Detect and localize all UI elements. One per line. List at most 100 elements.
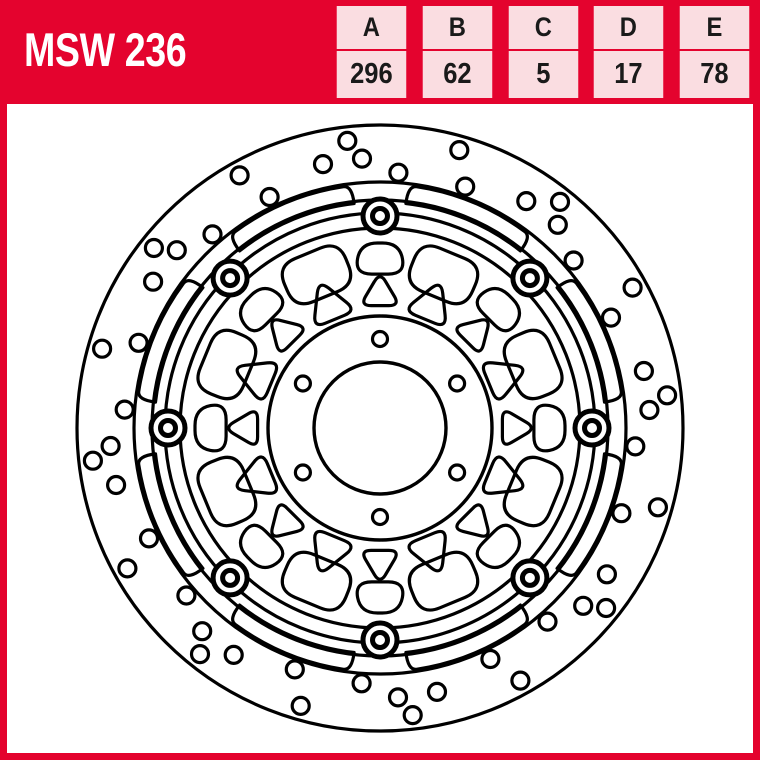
floating-rivet-inner bbox=[370, 206, 390, 226]
floating-rivet-inner bbox=[519, 567, 540, 588]
floating-rivet-inner bbox=[519, 268, 540, 289]
drill-hole bbox=[229, 165, 250, 186]
carrier-window-small bbox=[532, 403, 567, 453]
carrier-window-inner-triangle bbox=[407, 529, 447, 573]
carrier-window-inner-triangle bbox=[407, 283, 447, 327]
carrier-bridge-slot bbox=[231, 185, 356, 253]
table-divider bbox=[589, 49, 669, 51]
brake-disc-drawing bbox=[75, 123, 685, 733]
hub-bolt-hole bbox=[293, 463, 312, 482]
drill-hole bbox=[351, 673, 372, 694]
carrier-window-small bbox=[475, 523, 522, 570]
carrier-bridge-slot bbox=[555, 452, 623, 577]
column-value-b: 62 bbox=[422, 51, 492, 98]
drill-hole bbox=[166, 240, 187, 261]
drill-hole bbox=[91, 338, 113, 359]
table-divider bbox=[332, 49, 411, 51]
drill-hole bbox=[622, 277, 643, 298]
drill-hole bbox=[547, 214, 568, 235]
carrier-window-inner-triangle bbox=[362, 548, 398, 581]
drill-hole bbox=[337, 130, 358, 152]
drill-hole bbox=[402, 704, 423, 726]
drill-hole bbox=[189, 643, 211, 665]
table-column-b: B 62 bbox=[417, 6, 497, 98]
carrier-window-inner-triangle bbox=[313, 283, 353, 327]
drill-hole bbox=[639, 399, 660, 421]
carrier-window-large bbox=[280, 244, 353, 306]
drill-hole bbox=[656, 385, 678, 406]
hub-bolt-hole bbox=[370, 329, 390, 349]
drill-hole bbox=[312, 153, 334, 175]
drill-hole bbox=[143, 237, 164, 259]
carrier-window-inner-triangle bbox=[481, 455, 525, 495]
carrier-bridge-slot bbox=[231, 603, 356, 671]
floating-rivet-inner bbox=[582, 418, 602, 438]
drill-hole bbox=[596, 564, 618, 585]
carrier-bridge-slot bbox=[404, 185, 529, 253]
column-header-e: E bbox=[679, 6, 750, 49]
hub-bolt-hole bbox=[448, 463, 467, 482]
drill-hole bbox=[549, 191, 571, 213]
carrier-window-inner-triangle bbox=[481, 361, 525, 401]
carrier-window-large bbox=[407, 550, 480, 612]
carrier-window-inner-triangle bbox=[235, 361, 279, 401]
drawing-canvas bbox=[7, 104, 753, 753]
carrier-window-large bbox=[502, 455, 564, 528]
drill-hole bbox=[138, 528, 160, 549]
floating-rivet-inner bbox=[158, 418, 178, 438]
drill-hole bbox=[388, 162, 409, 183]
column-value-e: 78 bbox=[679, 51, 750, 98]
carrier-bridge-slot bbox=[555, 279, 623, 404]
drill-hole bbox=[117, 558, 138, 579]
carrier-window-inner-triangle bbox=[362, 275, 398, 308]
drill-hole bbox=[82, 450, 104, 471]
drill-hole bbox=[480, 648, 501, 670]
table-column-c: C 5 bbox=[503, 6, 583, 98]
carrier-window-large bbox=[196, 328, 258, 401]
column-value-d: 17 bbox=[594, 51, 664, 98]
drill-hole bbox=[114, 399, 135, 420]
table-divider bbox=[503, 49, 583, 51]
drill-hole bbox=[611, 503, 632, 524]
drill-hole bbox=[633, 360, 655, 382]
drill-hole bbox=[573, 595, 594, 616]
carrier-window-small bbox=[355, 241, 405, 276]
drill-hole bbox=[192, 621, 213, 642]
carrier-window-large bbox=[502, 328, 564, 401]
drill-hole bbox=[223, 644, 244, 666]
header-banner: MSW 236 A 296 B 62 C 5 D 17 bbox=[0, 0, 760, 104]
drill-hole bbox=[387, 687, 409, 708]
carrier-window-inner-triangle bbox=[270, 503, 305, 538]
drill-hole bbox=[259, 186, 280, 208]
drill-hole bbox=[290, 695, 311, 717]
drill-hole bbox=[284, 659, 305, 680]
dimension-table: A 296 B 62 C 5 D 17 E 7 bbox=[332, 6, 754, 98]
table-divider bbox=[417, 49, 497, 51]
floating-rivet-inner bbox=[220, 567, 241, 588]
carrier-window-small bbox=[355, 580, 405, 615]
table-column-d: D 17 bbox=[589, 6, 669, 98]
hub-bolt-hole bbox=[448, 374, 467, 393]
floating-rivet-inner bbox=[370, 630, 390, 650]
floating-rivet-inner bbox=[220, 268, 241, 289]
hub-bolt-hole bbox=[293, 374, 312, 393]
drill-hole bbox=[100, 435, 121, 457]
drill-hole bbox=[563, 250, 584, 271]
carrier-window-inner-triangle bbox=[500, 410, 533, 446]
drill-hole bbox=[128, 332, 149, 353]
carrier-bridge-slot bbox=[404, 603, 529, 671]
drill-hole bbox=[351, 148, 373, 169]
drill-hole bbox=[600, 307, 622, 328]
carrier-bridge-slot bbox=[137, 452, 205, 577]
drill-hole bbox=[449, 139, 470, 161]
drill-hole bbox=[105, 474, 127, 496]
braking-band-inner-edge bbox=[132, 180, 628, 676]
column-header-a: A bbox=[336, 6, 407, 49]
drill-hole bbox=[537, 611, 558, 632]
carrier-window-small bbox=[238, 286, 285, 333]
table-column-e: E 78 bbox=[675, 6, 754, 98]
column-header-b: B bbox=[422, 6, 492, 49]
column-value-a: 296 bbox=[336, 51, 407, 98]
carrier-window-small bbox=[475, 286, 522, 333]
